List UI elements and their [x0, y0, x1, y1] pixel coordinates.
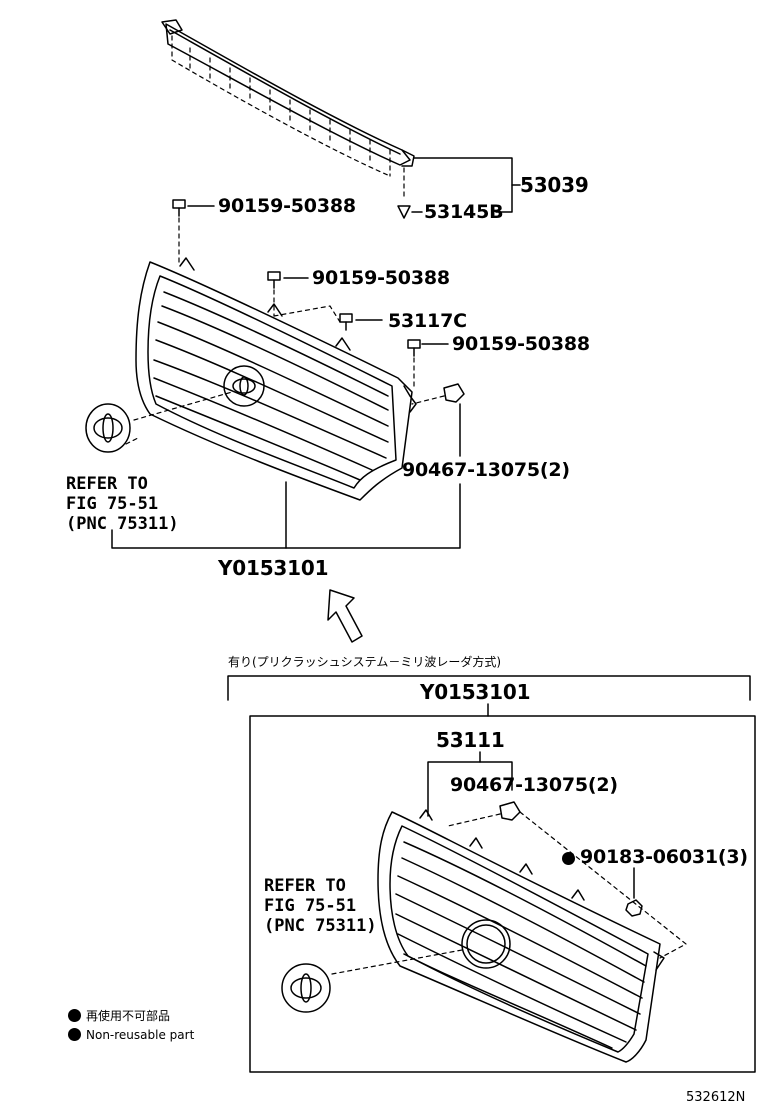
label-90159-b: 90159-50388	[312, 267, 450, 289]
label-refer-upper: REFER TO FIG 75-51 (PNC 75311)	[66, 474, 179, 534]
emblem-lower	[281, 963, 331, 1013]
clip-53145b	[397, 205, 411, 219]
legend-dot-icon	[68, 1028, 81, 1041]
label-53145b: 53145B	[424, 201, 504, 223]
option-bracket	[227, 675, 751, 701]
grille-lower	[377, 809, 665, 1063]
label-53117c: 53117C	[388, 310, 467, 332]
label-90467-upper: 90467-13075(2)	[402, 459, 570, 481]
clip-90467-lower	[499, 801, 521, 821]
legend-en: Non-reusable part	[68, 1028, 194, 1042]
label-option-jp: 有り(プリクラッシュシステム－ミリ波レーダ方式)	[228, 655, 502, 669]
label-53111: 53111	[436, 728, 505, 752]
molding-clip-leaders	[171, 35, 405, 201]
label-refer-lower: REFER TO FIG 75-51 (PNC 75311)	[264, 876, 377, 936]
non-reusable-dot-icon	[562, 852, 575, 865]
nut-90183	[625, 899, 643, 917]
figure-code: 532612N	[686, 1090, 746, 1105]
bolt-90159-a	[172, 199, 215, 217]
bolt-53117c	[339, 313, 383, 331]
legend-jp: 再使用不可部品	[68, 1007, 170, 1024]
grille-upper	[135, 257, 417, 501]
bolt-90159-c	[407, 339, 449, 357]
bolt-90159-b	[267, 271, 309, 289]
direction-arrow	[327, 589, 363, 643]
emblem-upper	[85, 403, 131, 453]
molding-strip-53039	[161, 19, 415, 167]
label-90159-a: 90159-50388	[218, 195, 356, 217]
legend-dot-icon	[68, 1009, 81, 1022]
label-90159-c: 90159-50388	[452, 333, 590, 355]
label-90467-lower: 90467-13075(2)	[450, 774, 618, 796]
clip-90467-upper	[443, 383, 465, 403]
label-53039: 53039	[520, 173, 589, 197]
label-y0153101-lower: Y0153101	[420, 680, 531, 704]
label-y0153101-upper: Y0153101	[218, 556, 329, 580]
lower-assembly-box	[249, 715, 756, 1073]
label-90183: 90183-06031(3)	[562, 846, 748, 868]
